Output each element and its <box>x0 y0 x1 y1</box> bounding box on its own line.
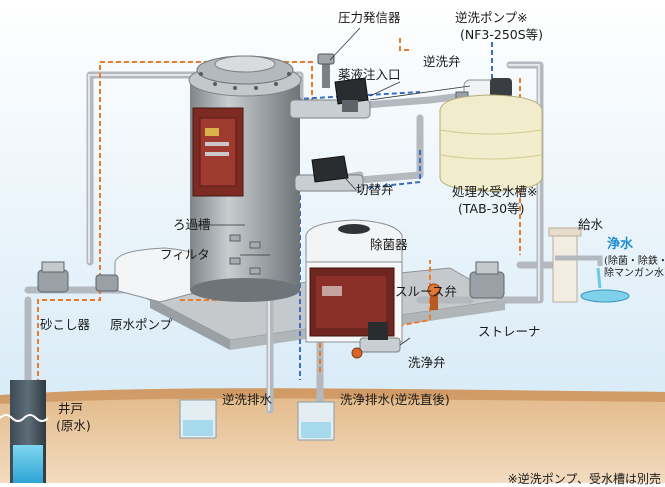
filter-tank <box>188 55 302 302</box>
water-supply-label: 給水 <box>578 217 604 232</box>
raw-water-pump-label: 原水ポンプ <box>110 317 173 332</box>
clean-water-label: 浄水 <box>607 237 634 252</box>
backwash-valve-label: 逆洗弁 <box>423 54 461 69</box>
chemical-inlet-label: 薬液注入口 <box>338 67 401 82</box>
clean-water-note-2: 除マンガン水) <box>604 268 665 279</box>
wash-drain-label: 洗浄排水(逆洗直後) <box>340 392 450 407</box>
sterilizer <box>305 219 403 343</box>
wash-valve-label: 洗浄弁 <box>408 355 446 370</box>
strainer <box>469 261 505 299</box>
backwash-drain-label: 逆洗排水 <box>222 392 273 407</box>
filter-label: フィルタ <box>160 247 210 262</box>
sluice-valve-label: スルース弁 <box>395 284 457 299</box>
backwash-drain-pit <box>179 399 217 439</box>
wash-valve <box>351 322 401 359</box>
footnote: ※逆洗ポンプ、受水槽は別売 <box>507 472 661 486</box>
label-leader-lines <box>195 27 471 346</box>
treated-water-tank-model-label: (TAB-30等) <box>458 201 525 216</box>
switching-valve-label: 切替弁 <box>356 182 394 197</box>
wash-drain-pit <box>297 401 335 441</box>
strainer-label: ストレーナ <box>478 324 541 339</box>
sluice-valve <box>427 283 441 310</box>
sterilizer-label: 除菌器 <box>370 237 408 252</box>
ground-shadow-band <box>0 388 665 404</box>
water-supply-column <box>548 227 630 303</box>
raw-water-pump <box>95 247 207 303</box>
filter-control-cabinet <box>192 107 244 197</box>
filter-tank-label: ろ過槽 <box>173 217 211 232</box>
pressure-switch-label: 圧力発信器 <box>338 10 401 25</box>
treated-water-tank <box>439 94 543 192</box>
backwash-valve <box>289 77 371 119</box>
sand-strainer-label: 砂こし器 <box>40 317 91 332</box>
well-label: 井戸 <box>58 401 84 416</box>
backwash-pump-model-label: (NF3-250S等) <box>460 27 544 42</box>
backwash-pump-label: 逆洗ポンプ※ <box>455 10 528 25</box>
well <box>0 380 49 483</box>
pressure-switch <box>317 53 335 88</box>
sand-strainer <box>37 261 69 293</box>
well-raw-water-label: (原水) <box>56 418 91 433</box>
clean-water-note-1: (除菌・除鉄・ <box>604 256 665 267</box>
treated-water-tank-label: 処理水受水槽※ <box>452 184 538 199</box>
